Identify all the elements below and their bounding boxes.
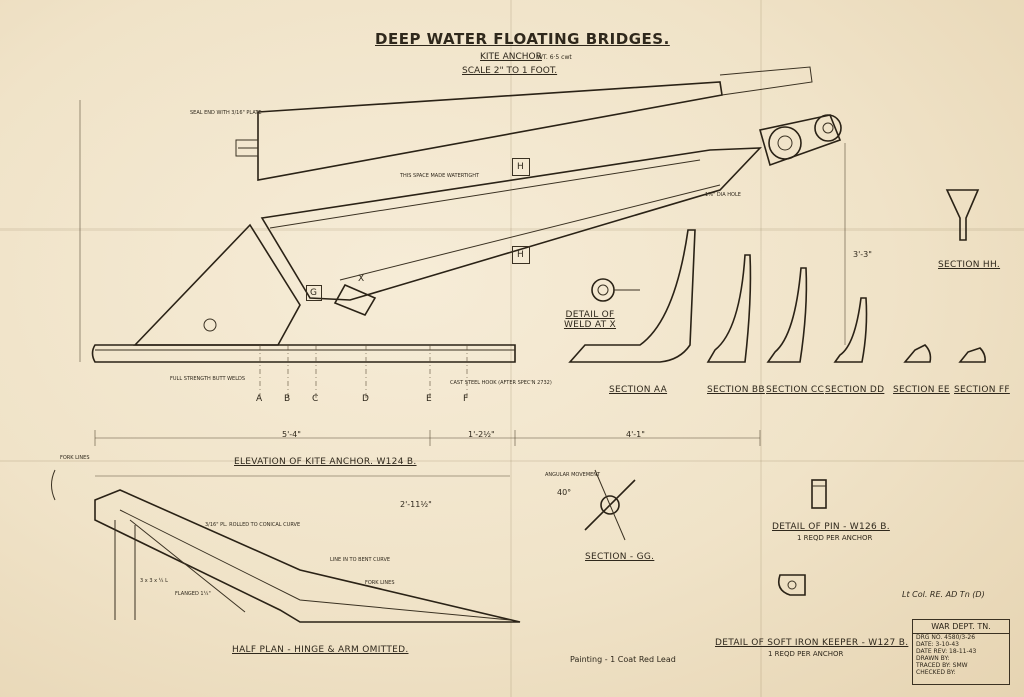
section-dd-profile [833,297,868,363]
section-ff-label: SECTION FF [954,385,1010,395]
weld-detail-ring [591,278,615,302]
fold-crease [510,0,512,697]
info-row: TRACED BY: SMW [916,662,968,669]
info-row: CHECKED BY: [916,669,956,676]
weld-detail-title: DETAIL OF WELD AT X [563,310,617,330]
dim-elev-left: 5'-4" [282,430,301,439]
section-hh-title: SECTION HH. [938,260,1001,270]
dim-elev-right: 4'-1" [626,430,645,439]
arm-inner-line [269,159,701,229]
keeper-detail-title: DETAIL OF SOFT IRON KEEPER - W127 B. [715,638,909,648]
section-mark-c: C [312,394,319,404]
info-row: DRG NO. 4580/3-26 [916,634,976,641]
section-aa-profile [568,229,696,363]
keeper-detail [777,574,806,596]
cut-mark-h-top: H [512,158,530,176]
dim-plan-width: 2'-11½" [400,500,432,509]
drawing-title: DEEP WATER FLOATING BRIDGES. [375,30,670,48]
weld-mark-x: X [358,274,365,284]
section-bb-profile [706,254,752,363]
note-plate-bent: 3/16" PL. ROLLED TO CONICAL CURVE [205,522,301,528]
note-fork-lines-plan: FORK LINES [365,580,395,586]
shank-end [719,66,813,96]
note-watertight: THIS SPACE MADE WATERTIGHT [400,173,480,179]
section-ee-label: SECTION EE [893,385,950,395]
section-cc-profile [766,267,808,363]
tip-eye [814,114,842,142]
arm-inner-line-2 [339,184,721,281]
seal-plug-body [235,139,259,157]
info-row: DATE: 3-10-43 [916,641,959,648]
section-gg-axis [594,469,626,541]
note-flanged: FLANGED 1¼" [175,591,211,597]
anchor-arm [260,147,762,301]
note-cast-steel: CAST STEEL HOOK (AFTER SPEC'N 2732) [450,380,552,386]
anchor-base [91,344,516,363]
section-gg-pin [600,495,620,515]
painting-note: Painting - 1 Coat Red Lead [570,655,676,664]
note-seal-end: SEAL END WITH 3/16" PLATE [190,110,262,116]
weld-x [333,283,377,316]
tip-hole [822,122,834,134]
pivot-eye [768,126,802,160]
drawing-subtitle: KITE ANCHOR [480,52,542,62]
hinge-plate [758,114,842,167]
note-full-strength: FULL STRENGTH BUTT WELDS [170,376,246,382]
fluke-triangle [133,223,301,346]
fold-crease [0,460,1024,462]
fold-crease [760,0,762,697]
section-ee-profile [903,344,932,363]
weld-detail-core [597,284,609,296]
half-plan-outline [94,489,521,623]
fold-crease [0,228,1024,231]
half-plan-fork-line [119,509,511,621]
signature: Lt Col. RE. AD Tn (D) [902,590,985,599]
info-header: WAR DEPT. TN. [913,620,1009,634]
section-mark-b: B [284,394,291,404]
section-ff-profile [958,347,986,363]
section-mark-f: F [463,394,469,404]
section-hh-profile [945,189,980,241]
half-plan-inner [129,519,246,613]
weight-note: WT. 6·5 cwt [537,54,572,61]
elevation-title: ELEVATION OF KITE ANCHOR. W124 B. [234,457,417,467]
pivot-hole [777,135,793,151]
keeper-hole [787,580,797,590]
info-block: WAR DEPT. TN. DRG NO. 4580/3-26 DATE: 3-… [912,619,1010,685]
note-angular-movement: ANGULAR MOVEMENT [545,472,601,478]
info-row: DRAWN BY: [916,655,950,662]
section-mark-d: D [362,394,369,404]
section-gg-title: SECTION - GG. [585,552,655,562]
dim-gg-angle: 40° [557,488,572,497]
pin-detail [811,479,827,509]
anchor-shank [257,81,723,181]
pin-reqd-note: 1 REQD PER ANCHOR [797,534,873,542]
plan-arc [51,469,56,501]
cut-mark-g: G [306,285,322,301]
half-plan-title: HALF PLAN - HINGE & ARM OMITTED. [232,645,409,655]
section-cc-label: SECTION CC [766,385,825,395]
keeper-reqd-note: 1 REQD PER ANCHOR [768,650,844,658]
note-dia-hole: 1⅛" DIA HOLE [705,192,741,198]
section-mark-e: E [426,394,432,404]
note-fork-lines: FORK LINES [60,455,90,461]
info-row: DATE REV: 18-11-43 [916,648,977,655]
section-bb-label: SECTION BB [707,385,765,395]
drawing-scale: SCALE 2" TO 1 FOOT. [462,66,558,76]
dim-elev-mid: 1'-2½" [468,430,495,439]
section-dd-label: SECTION DD [825,385,885,395]
pin-detail-title: DETAIL OF PIN - W126 B. [772,522,890,532]
cut-mark-h-bottom: H [512,246,530,264]
section-aa-label: SECTION AA [609,385,668,395]
fluke-hole [203,318,217,332]
note-line-in: LINE IN TO BENT CURVE [330,557,391,563]
section-mark-a: A [256,394,263,404]
dim-hh-depth: 3'-3" [853,250,872,259]
note-angle: 3 x 3 x ¼ L [140,578,168,584]
